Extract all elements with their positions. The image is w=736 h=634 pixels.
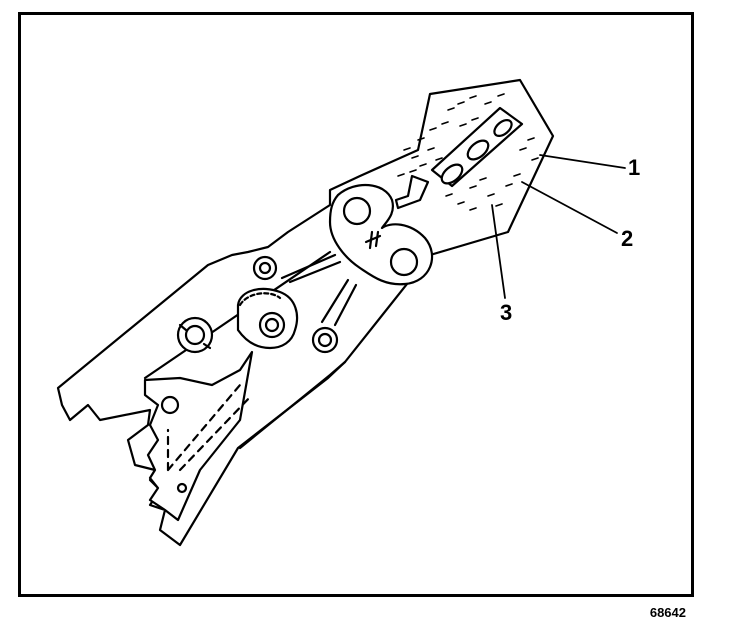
bracket-pivot-hole	[160, 395, 180, 415]
gear-sector	[238, 292, 282, 307]
callout-label-1: 1	[628, 155, 641, 180]
link-arm-upper	[280, 253, 342, 284]
surface-hatching	[397, 93, 539, 211]
bracket-hole	[176, 482, 188, 494]
hidden-line	[166, 383, 254, 472]
link-arm-lower	[320, 278, 358, 327]
cam-hook	[394, 174, 430, 210]
latch-slot-window-3	[493, 118, 513, 138]
rivet-lower-inner	[317, 332, 333, 348]
cam-hole-upper	[342, 196, 372, 226]
rivet-upper-inner	[258, 261, 272, 275]
leader-line-1	[539, 154, 626, 169]
callout-label-3: 3	[500, 300, 513, 325]
leader-line-3	[491, 204, 506, 299]
cam-center-mark	[364, 230, 382, 250]
figure-number: 68642	[649, 605, 686, 620]
spring-clip-inner	[184, 324, 206, 346]
spring-clip-gap	[178, 323, 212, 350]
callout-label-2: 2	[621, 226, 634, 251]
leader-line-2	[521, 181, 618, 234]
pivot-bolt-inner	[264, 317, 280, 333]
latch-slot-window-2	[466, 139, 490, 161]
latch-bracket	[143, 350, 254, 522]
cam-hole-lower	[389, 247, 419, 277]
latch-slot-window-1	[440, 163, 464, 185]
